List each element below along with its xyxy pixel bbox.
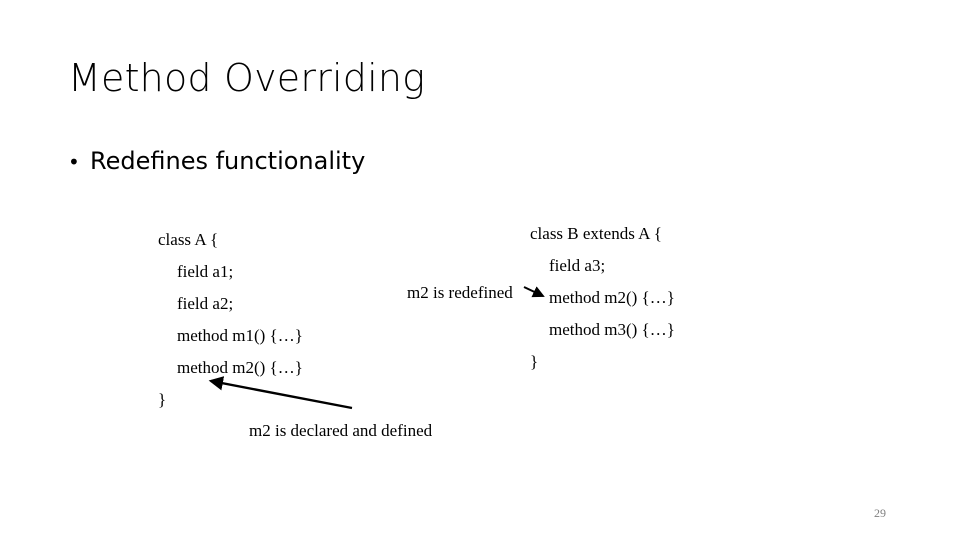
page-number: 29 bbox=[874, 506, 886, 520]
bullet-dot-icon: • bbox=[68, 150, 80, 174]
code-line: method m3() {…} bbox=[549, 320, 675, 339]
code-block-class-a: class A { field a1; field a2; method m1(… bbox=[158, 224, 303, 416]
code-line: field a3; bbox=[549, 256, 606, 275]
bullet-text: Redefines functionality bbox=[90, 147, 366, 175]
code-line: } bbox=[530, 352, 539, 371]
code-line: method m2() {…} bbox=[177, 358, 303, 377]
code-line: class B extends A { bbox=[530, 224, 662, 243]
code-line: field a2; bbox=[177, 294, 234, 313]
page-title: Method Overriding bbox=[68, 56, 426, 100]
bullet-list: • Redefines functionality bbox=[68, 145, 868, 178]
code-line: } bbox=[158, 390, 167, 409]
code-line: field a1; bbox=[177, 262, 234, 281]
annotation-m2-declared-defined: m2 is declared and defined bbox=[249, 421, 433, 440]
code-line: method m2() {…} bbox=[549, 288, 675, 307]
code-line: method m1() {…} bbox=[177, 326, 303, 345]
code-line: class A { bbox=[158, 230, 219, 249]
list-item: • Redefines functionality bbox=[68, 145, 868, 178]
annotation-m2-redefined: m2 is redefined bbox=[407, 283, 513, 302]
code-block-class-b: class B extends A { field a3; method m2(… bbox=[530, 218, 675, 378]
